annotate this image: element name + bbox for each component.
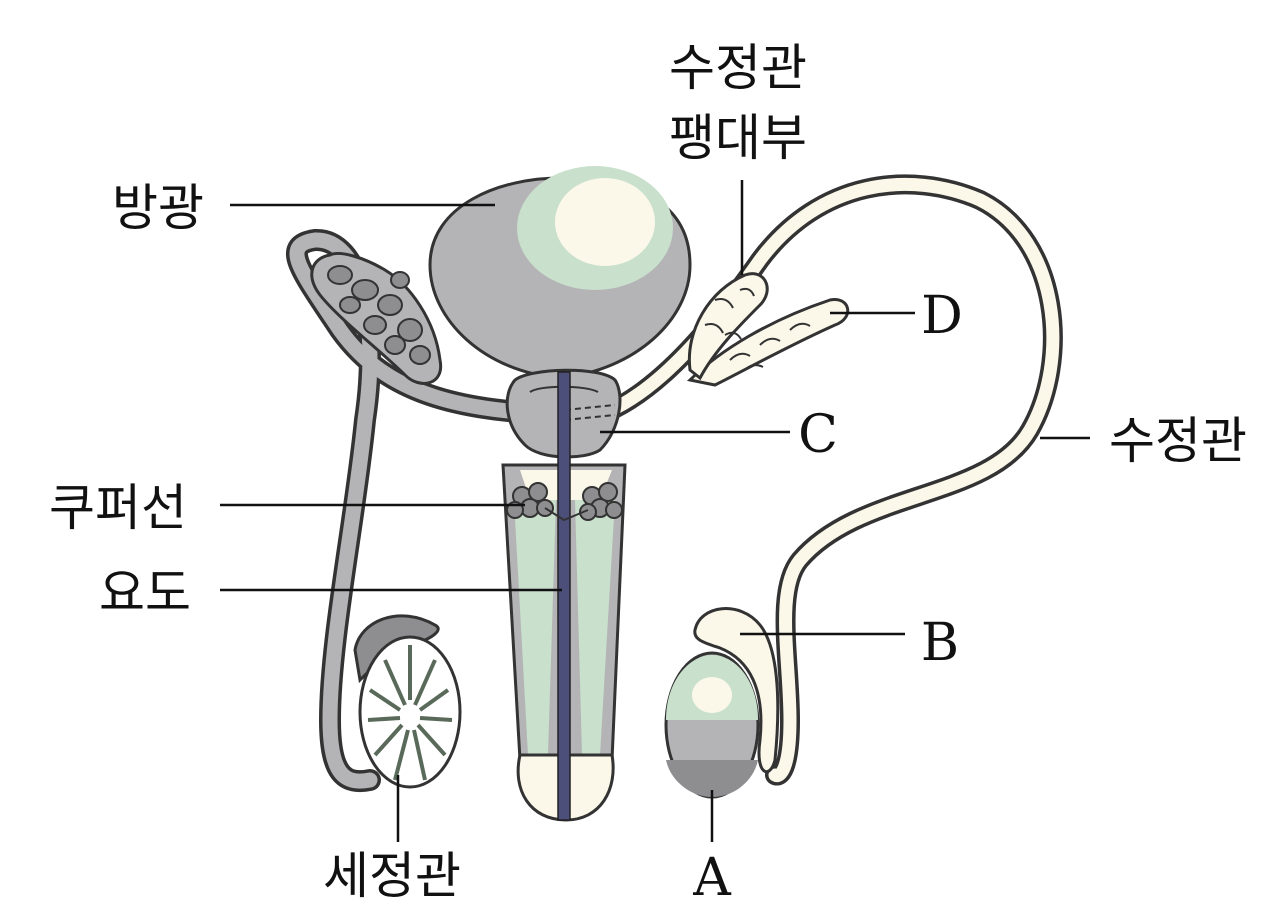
label-vas-deferens: 수정관 [1109,412,1247,470]
cowper-gland-right [580,483,622,520]
label-cowper-gland: 쿠퍼선 [49,479,187,537]
label-bladder: 방광 [112,179,204,237]
label-urethra: 요도 [99,564,191,622]
label-vas-ampulla-line1: 수정관 [669,39,807,97]
label-seminiferous-tubule: 세정관 [323,847,461,902]
bladder-highlight-cream [555,178,655,266]
label-seminal-vesicle-d: D [921,286,963,346]
label-prostate-c: C [798,405,838,465]
label-vas-ampulla-line2: 팽대부 [669,109,807,167]
label-testis-a: A [692,848,732,902]
label-epididymis-b: B [921,613,959,673]
urethra [558,372,570,820]
